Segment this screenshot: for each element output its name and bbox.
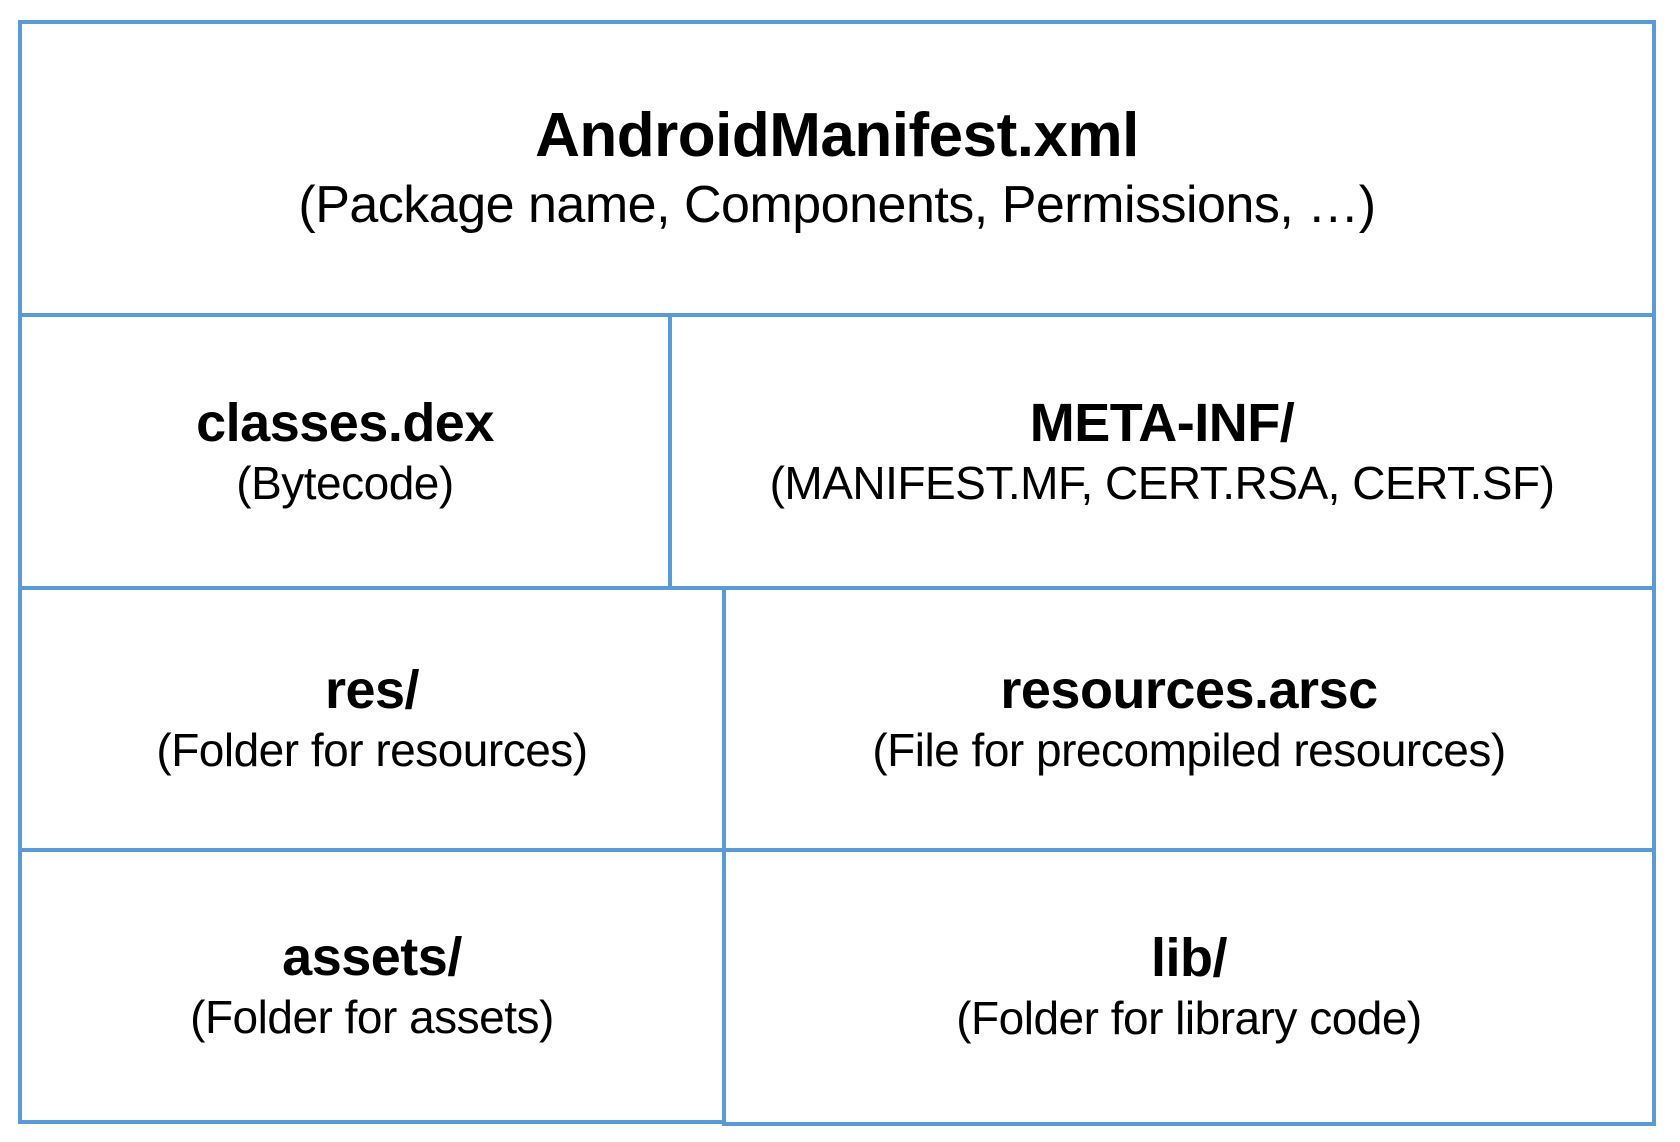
cell-title-classes-dex: classes.dex bbox=[196, 392, 494, 453]
cell-android-manifest: AndroidManifest.xml (Package name, Compo… bbox=[18, 20, 1656, 317]
cell-title-lib: lib/ bbox=[1151, 928, 1228, 989]
cell-subtitle-lib: (Folder for library code) bbox=[956, 992, 1422, 1045]
cell-title-assets: assets/ bbox=[282, 927, 462, 988]
cell-res: res/ (Folder for resources) bbox=[18, 586, 726, 852]
cell-lib: lib/ (Folder for library code) bbox=[722, 848, 1656, 1126]
cell-meta-inf: META-INF/ (MANIFEST.MF, CERT.RSA, CERT.S… bbox=[668, 313, 1656, 590]
cell-subtitle-meta-inf: (MANIFEST.MF, CERT.RSA, CERT.SF) bbox=[769, 456, 1555, 509]
cell-title-res: res/ bbox=[324, 660, 420, 721]
cell-title-resources-arsc: resources.arsc bbox=[1000, 660, 1378, 721]
cell-subtitle-android-manifest: (Package name, Components, Permissions, … bbox=[298, 175, 1376, 234]
cell-subtitle-classes-dex: (Bytecode) bbox=[236, 456, 454, 509]
cell-subtitle-assets: (Folder for assets) bbox=[190, 991, 554, 1044]
cell-title-meta-inf: META-INF/ bbox=[1029, 392, 1295, 453]
cell-subtitle-resources-arsc: (File for precompiled resources) bbox=[872, 724, 1506, 777]
cell-assets: assets/ (Folder for assets) bbox=[18, 848, 726, 1124]
cell-title-android-manifest: AndroidManifest.xml bbox=[535, 100, 1139, 170]
cell-resources-arsc: resources.arsc (File for precompiled res… bbox=[722, 586, 1656, 852]
cell-subtitle-res: (Folder for resources) bbox=[156, 724, 588, 777]
cell-classes-dex: classes.dex (Bytecode) bbox=[18, 313, 672, 590]
